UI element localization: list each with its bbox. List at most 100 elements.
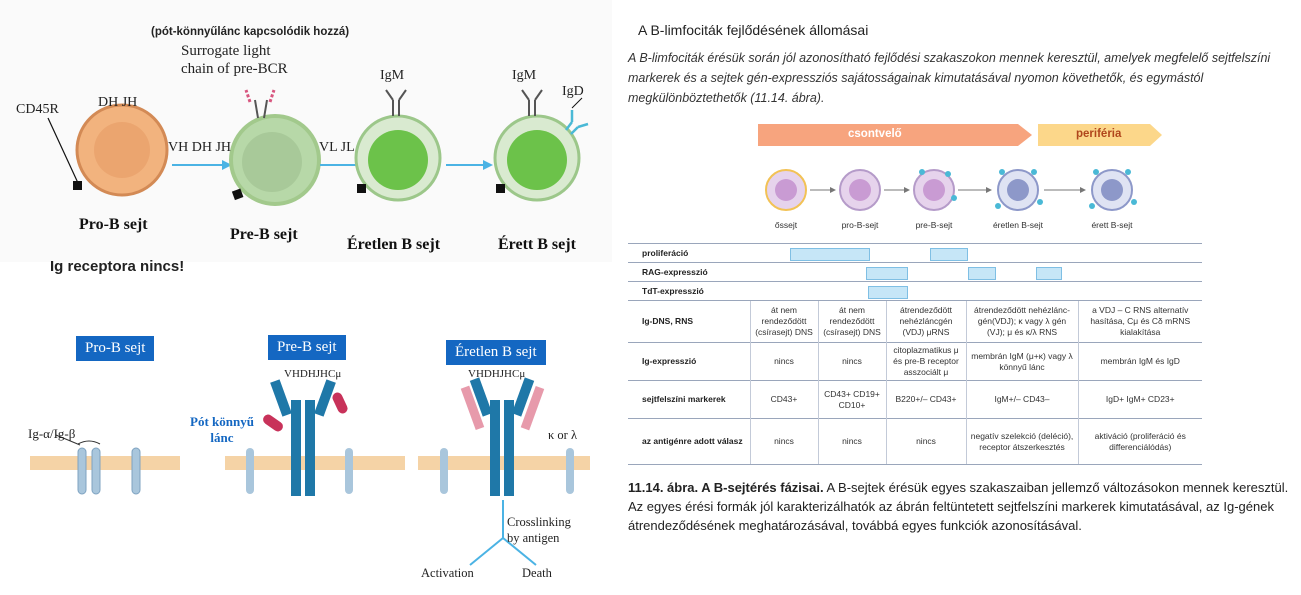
- igd-pointer: [571, 97, 583, 109]
- table-cell: IgM+/– CD43–: [965, 380, 1078, 419]
- pre-b-nucleus: [242, 132, 302, 192]
- pre-b-marker: [231, 188, 244, 201]
- table-cell: CD43+: [749, 380, 818, 419]
- row-label: Ig-expresszió: [628, 342, 750, 381]
- stage-label-pre: pre-B-sejt: [915, 220, 953, 230]
- table-row: Ig-expresszió nincs nincs citoplazmatiku…: [628, 342, 1202, 381]
- immature-b-marker: [357, 184, 366, 193]
- pre-b-receptor: [254, 99, 268, 119]
- table-row: sejtfelszíni markerek CD43+ CD43+ CD19+ …: [628, 380, 1202, 419]
- prolif-row: proliferáció: [628, 243, 1202, 263]
- rag-label: RAG-expresszió: [642, 267, 708, 277]
- table-cell: negatív szelekció (deléció), receptor át…: [965, 418, 1078, 465]
- table-cell: CD43+ CD19+ CD10+: [817, 380, 886, 419]
- table-cell: nincs: [817, 342, 886, 381]
- mature-b-marker: [496, 184, 505, 193]
- box-immature-b: Éretlen B sejt: [446, 340, 546, 365]
- row-label: sejtfelszíni markerek: [628, 380, 750, 419]
- table-cell: átrendeződött nehézlánc-gén(VDJ); κ vagy…: [965, 300, 1078, 343]
- igm-receptor-1: [385, 89, 407, 116]
- pot-chain-line-1: Pót könnyű: [190, 414, 254, 429]
- table-cell: IgD+ IgM+ CD23+: [1077, 380, 1202, 419]
- crosslink-line-2: by antigen: [507, 531, 560, 545]
- surrogate-line-1: Surrogate light: [181, 43, 271, 59]
- death-label: Death: [522, 566, 552, 580]
- dhjh-label: DH JH: [98, 95, 138, 110]
- stage-label-stem: őssejt: [774, 220, 798, 230]
- table-cell: nincs: [885, 418, 966, 465]
- stage-label-pro: pro-B-sejt: [841, 220, 879, 230]
- prolif-bar-2: [930, 248, 968, 261]
- pot-note: (pót-könnyűlánc kapcsolódik hozzá): [151, 26, 350, 38]
- ig-ab-pro: [77, 447, 141, 495]
- cd45r-label: CD45R: [16, 102, 59, 117]
- igd-receptor: [565, 110, 589, 135]
- rag-row: RAG-expresszió: [628, 262, 1202, 282]
- receptor-svg: [30, 377, 590, 566]
- section-title: A B-limfociták fejlődésének állomásai: [638, 22, 869, 38]
- prolif-bar-1: [790, 248, 870, 261]
- vdjc-label-imm: VHDHJHCμ: [468, 368, 526, 380]
- table-cell: nincs: [817, 418, 886, 465]
- membrane-pro: [30, 456, 180, 470]
- table-row: az antigénre adott válasz nincs nincs ni…: [628, 418, 1202, 465]
- fate-branches: [469, 537, 537, 566]
- immature-b-receptor-big: [440, 377, 574, 496]
- surrogate-chain: [244, 89, 276, 103]
- table-cell: aktiváció (proliferáció és differenciáló…: [1077, 418, 1202, 465]
- prolif-label: proliferáció: [642, 248, 689, 258]
- rag-bar-2: [968, 267, 996, 280]
- stage-pre-b: Pre-B sejt: [230, 226, 298, 243]
- igm-label-2: IgM: [512, 68, 537, 83]
- table-cell: nincs: [749, 418, 818, 465]
- stage-pro-b: Pro-B sejt: [79, 216, 148, 233]
- caption-bold: 11.14. ábra. A B-sejtérés fázisai.: [628, 480, 824, 495]
- table-cell: átrendeződött nehézláncgén (VDJ) μRNS: [885, 300, 966, 343]
- table-cell: citoplazmatikus μ és pre-B receptor assz…: [885, 342, 966, 381]
- cell-stages-svg: [47, 89, 589, 206]
- tdt-bar: [868, 286, 908, 299]
- immature-b-nucleus: [368, 130, 428, 190]
- no-receptor-note: Ig receptora nincs!: [50, 258, 185, 275]
- stage-label-mature: érett B-sejt: [1091, 220, 1133, 230]
- ig-ab-pointer: [55, 434, 81, 446]
- cd45r-pointer: [47, 117, 79, 184]
- bone-marrow-label: csontvelő: [848, 128, 902, 140]
- bone-marrow-arrow: [758, 124, 1032, 146]
- table-cell: nincs: [749, 342, 818, 381]
- activation-label: Activation: [421, 566, 474, 580]
- table-cell: membrán IgM és IgD: [1077, 342, 1202, 381]
- crosslink-line-1: Crosslinking: [507, 515, 571, 529]
- row-label: Ig-DNS, RNS: [628, 300, 750, 343]
- row-label: az antigénre adott válasz: [628, 418, 750, 465]
- rag-bar-3: [1036, 267, 1062, 280]
- vljl-label: VL JL: [319, 140, 355, 155]
- table-row: Ig-DNS, RNS át nem rendeződött (csírasej…: [628, 300, 1202, 343]
- pre-b-receptor-big: [246, 379, 353, 496]
- stage-label-immature: éretlen B-sejt: [992, 220, 1044, 230]
- vhdhjh-label: VH DH JH: [168, 140, 231, 155]
- tdt-row: TdT-expresszió: [628, 281, 1202, 301]
- igm-label-1: IgM: [380, 68, 405, 83]
- cell-row-svg: [765, 169, 1137, 211]
- location-arrows: [758, 124, 1162, 146]
- kappa-lambda-label: κ or λ: [548, 428, 578, 442]
- intro-paragraph: A B-limfociták érésük során jól azonosít…: [628, 51, 1271, 105]
- stage-mature-b: Érett B sejt: [498, 236, 576, 253]
- mature-b-nucleus: [507, 130, 567, 190]
- left-panel: (pót-könnyűlánc kapcsolódik hozzá) Surro…: [0, 0, 612, 595]
- crosslink-label: Crosslinking by antigen: [507, 514, 571, 546]
- caption-text: A B-sejtek érésük egyes szakaszaiban jel…: [628, 480, 1289, 533]
- pot-chain-line-2: lánc: [210, 430, 234, 445]
- vdjc-label-pre: VHDHJHCμ: [284, 368, 342, 380]
- ig-ab-label: Ig-α/Ig-β: [28, 426, 76, 441]
- surrogate-line-2: chain of pre-BCR: [181, 61, 288, 77]
- periphery-arrow: [1038, 124, 1162, 146]
- ig-ab-brace: [77, 440, 101, 445]
- table-cell: át nem rendeződött (csírasejt) DNS: [817, 300, 886, 343]
- development-table: Ig-DNS, RNS át nem rendeződött (csírasej…: [628, 300, 1202, 465]
- box-pro-b: Pro-B sejt: [76, 336, 155, 361]
- cd45r-marker: [73, 181, 82, 190]
- igd-label: IgD: [562, 84, 584, 99]
- pot-chain-label: Pót könnyű lánc: [190, 414, 254, 446]
